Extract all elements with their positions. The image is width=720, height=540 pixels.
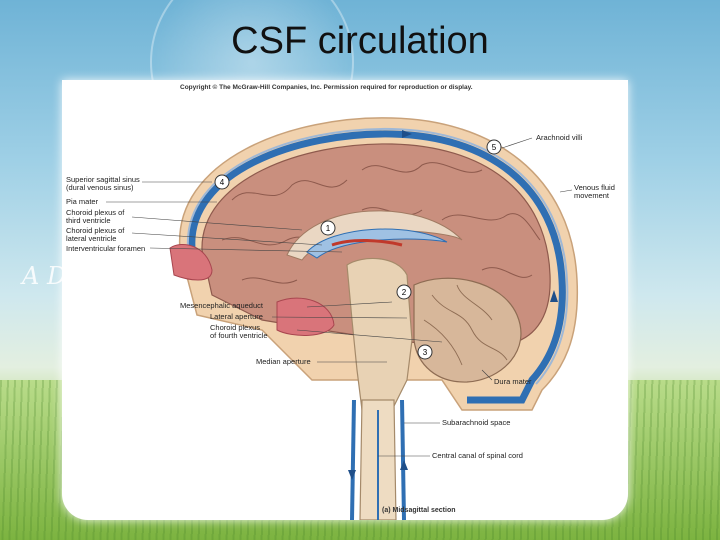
brainstem bbox=[347, 258, 412, 410]
marker-3: 3 bbox=[423, 348, 428, 357]
label-pia-mater: Pia mater bbox=[66, 198, 98, 206]
side-watermark-text: A D bbox=[22, 262, 66, 290]
figure-panel: Copyright © The McGraw-Hill Companies, I… bbox=[62, 80, 628, 520]
label-lateral-aperture: Lateral aperture bbox=[210, 313, 263, 321]
label-dura-mater: Dura mater bbox=[494, 378, 532, 386]
slide-title: CSF circulation bbox=[0, 20, 720, 63]
label-movement: movement bbox=[574, 192, 609, 200]
marker-5: 5 bbox=[492, 143, 497, 152]
label-interventricular-foramen: Interventricular foramen bbox=[66, 245, 145, 253]
label-median-aperture: Median aperture bbox=[256, 358, 311, 366]
label-dural-venous-sinus: (dural venous sinus) bbox=[66, 184, 134, 192]
label-arachnoid-villi: Arachnoid villi bbox=[536, 134, 582, 142]
marker-1: 1 bbox=[326, 224, 331, 233]
spinal-subarachnoid-right bbox=[402, 400, 404, 520]
label-mesencephalic-aqueduct: Mesencephalic aqueduct bbox=[180, 302, 263, 310]
spinal-subarachnoid-left bbox=[352, 400, 354, 520]
label-subarachnoid-space: Subarachnoid space bbox=[442, 419, 510, 427]
figure-caption: (a) Midsagittal section bbox=[382, 507, 456, 514]
brain-midsagittal-diagram: 1 2 3 4 5 bbox=[62, 80, 628, 520]
label-choroid-plexus-fourth-2: of fourth ventricle bbox=[210, 332, 268, 340]
label-choroid-plexus-third-2: third ventricle bbox=[66, 217, 111, 225]
marker-2: 2 bbox=[402, 288, 407, 297]
label-central-canal: Central canal of spinal cord bbox=[432, 452, 523, 460]
marker-4: 4 bbox=[220, 178, 225, 187]
label-choroid-plexus-lateral-2: lateral ventricle bbox=[66, 235, 116, 243]
